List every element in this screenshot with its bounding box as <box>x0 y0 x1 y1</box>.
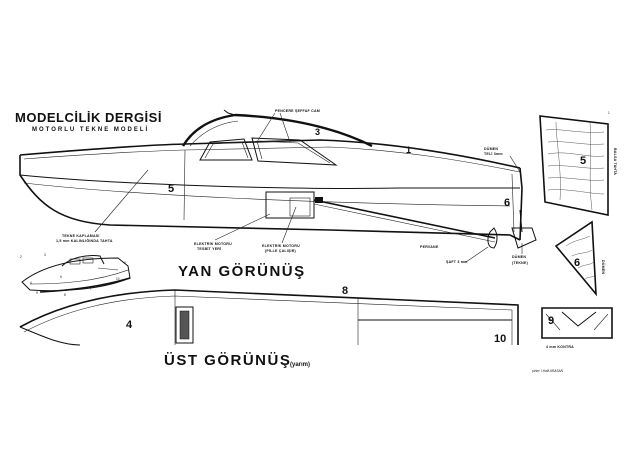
part-number-5-piece: 5 <box>580 155 586 167</box>
part-number-3: 3 <box>315 127 320 137</box>
svg-text:5: 5 <box>60 275 62 279</box>
part-number-6-piece: 6 <box>574 257 580 269</box>
note-shaft: PERVANE <box>420 245 439 249</box>
svg-text:3: 3 <box>44 253 46 257</box>
svg-text:2: 2 <box>20 255 22 259</box>
note-shaft-2: ŞAFT 3 mm <box>446 260 468 264</box>
top-view-label: ÜST GÖRÜNÜŞ <box>164 352 291 369</box>
note-motor: ELEKTRİK MOTORU <box>262 244 300 248</box>
note-piece-5: BALSA TAHTA <box>613 148 617 175</box>
annotations-side: PENCERE ŞEFFAF CAM TEKNE KAPLAMASI 1,5 m… <box>56 109 529 265</box>
note-hull-plywood: TEKNE KAPLAMASI <box>62 234 100 238</box>
note-motor-mount: ELEKTRİK MOTORU <box>194 242 232 246</box>
piece-9 <box>541 307 613 339</box>
propeller <box>487 227 498 249</box>
perspective-sketch: 2 3 5 4 6 7 8 9 10 <box>20 253 131 297</box>
model-subtitle: MOTORLU TEKNE MODELİ <box>32 126 149 133</box>
top-view <box>19 289 519 346</box>
note-motor-b: (PİLLE ÇALIŞIR) <box>265 249 297 253</box>
part-number-9: 9 <box>548 315 554 327</box>
note-rudder: DÜMEN <box>512 254 526 259</box>
part-number-8: 8 <box>342 285 348 297</box>
part-number-6-side: 6 <box>504 197 510 209</box>
note-hull-plywood-2: 1,5 mm KALINLIĞINDA TAHTA <box>56 238 113 243</box>
svg-text:9: 9 <box>36 291 38 295</box>
hatch <box>175 306 194 344</box>
svg-text:10: 10 <box>116 277 120 281</box>
motor-box <box>265 191 315 219</box>
part-number-4: 4 <box>126 319 133 331</box>
piece-6 <box>554 220 597 297</box>
note-motor-mount-2: TESBİT YERİ <box>197 247 221 251</box>
note-windshield: PENCERE ŞEFFAF CAM <box>275 109 320 113</box>
note-rudder-wire: DÜMEN <box>484 146 498 151</box>
note-rudder-2: (TEKNE) <box>512 261 529 265</box>
signature: çizim: İ.Halil ARASAN <box>532 369 564 373</box>
part-number-10: 10 <box>494 333 506 345</box>
part-number-1: 1 <box>406 145 411 155</box>
rudder <box>511 227 537 249</box>
deck-line <box>19 139 521 169</box>
cabin-roof <box>181 113 373 148</box>
note-plywood: 4 mm KONTRA <box>546 345 574 349</box>
propeller-shaft <box>313 199 496 239</box>
top-view-note: (yarım) <box>290 362 310 368</box>
hull-bottom <box>19 155 521 241</box>
piece-5 <box>539 115 609 216</box>
note-piece-6: DÜMEN <box>601 260 606 274</box>
side-window-rear <box>251 137 338 166</box>
svg-text:4: 4 <box>30 281 32 285</box>
magazine-title: MODELCİLİK DERGİSİ <box>15 110 162 125</box>
svg-text:7: 7 <box>90 287 92 291</box>
side-window-front <box>199 138 253 161</box>
side-view <box>19 109 537 249</box>
corner-mark: 1 <box>608 111 610 115</box>
top-view-outline <box>19 289 519 345</box>
svg-text:8: 8 <box>64 293 66 297</box>
note-rudder-wire-2: TELİ 3mm <box>484 152 503 156</box>
svg-text:6: 6 <box>124 261 126 265</box>
chine-line <box>19 174 520 189</box>
side-view-label: YAN GÖRÜNÜŞ <box>178 263 306 280</box>
part-number-5-side: 5 <box>168 183 174 195</box>
